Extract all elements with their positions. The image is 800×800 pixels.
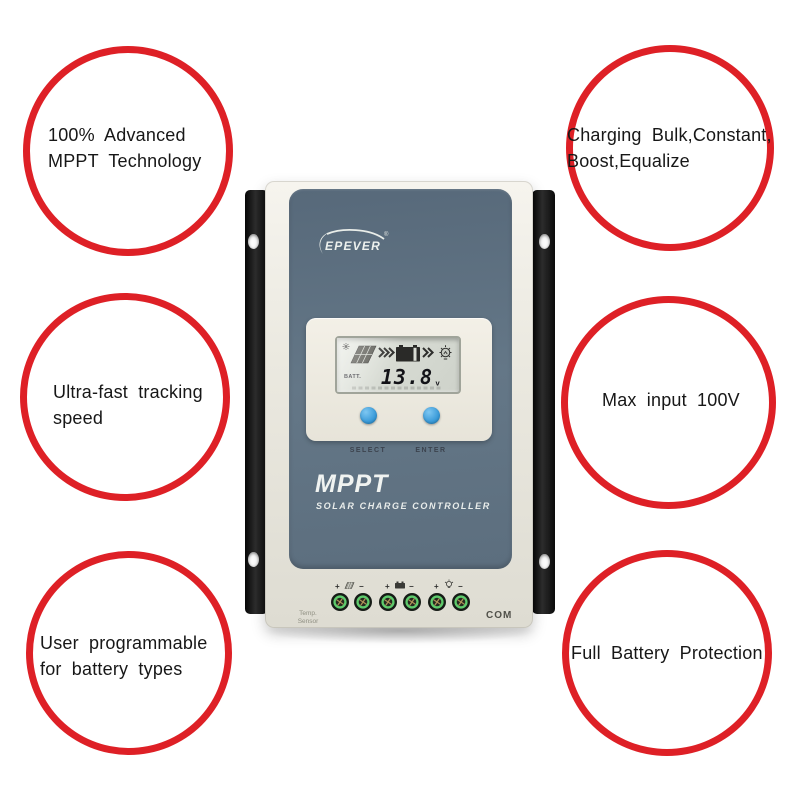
feature-line: Ultra-fast tracking <box>53 382 203 402</box>
feature-text-charging-stages: Charging Bulk,Constant, Boost,Equalize <box>567 122 772 174</box>
feature-bubble-battery-protection <box>562 550 772 756</box>
epever-logo: EPEVER ® <box>319 229 389 254</box>
terminal-screw-load-minus <box>451 592 471 612</box>
mount-hole-top-left <box>248 234 259 249</box>
terminal-screw-load-plus <box>427 592 447 612</box>
temp-sensor-line1: Temp. <box>299 610 317 617</box>
pv-plus-label: + <box>335 582 340 591</box>
terminal-screw-batt-plus <box>378 592 398 612</box>
solar-panel-icon <box>350 345 377 364</box>
sun-icon <box>342 343 350 350</box>
feature-line: 100% Advanced <box>48 125 186 145</box>
feature-text-tracking-speed: Ultra-fast tracking speed <box>53 379 203 431</box>
feature-text-max-input: Max input 100V <box>602 387 740 413</box>
brand-text: EPEVER <box>325 239 381 253</box>
lcd-screen: BATT. 13.8 v <box>335 336 461 394</box>
battery-icon <box>396 345 420 362</box>
load-terminal-icon <box>444 579 454 588</box>
feature-bubble-charging-stages <box>566 45 774 251</box>
select-button-label: SELECT <box>349 447 387 454</box>
batt-label: BATT. <box>344 374 361 380</box>
feature-text-battery-protection: Full Battery Protection <box>571 640 763 666</box>
flow-arrows-right <box>422 347 435 358</box>
voltage-unit: v <box>436 379 441 388</box>
mount-hole-bottom-left <box>248 552 259 567</box>
com-port-label: COM <box>486 610 513 621</box>
feature-line: MPPT Technology <box>48 151 202 171</box>
feature-bubble-mppt-technology <box>23 46 233 256</box>
feature-line: Charging Bulk,Constant, <box>567 125 772 145</box>
mount-hole-top-right <box>539 234 550 249</box>
battery-minus-label: − <box>409 582 414 591</box>
temp-sensor-line2: Sensor <box>297 617 319 625</box>
device-subtitle: SOLAR CHARGE CONTROLLER <box>316 501 491 511</box>
feature-line: Max input 100V <box>602 390 740 410</box>
lcd-content: BATT. 13.8 v <box>342 343 452 390</box>
feature-line: Boost,Equalize <box>567 151 690 171</box>
logo-swoosh-arc <box>326 229 385 240</box>
terminal-strip: + − + − + − <box>330 579 471 612</box>
feature-line: User programmable <box>40 633 208 653</box>
battery-plus-label: + <box>385 582 390 591</box>
load-lamp-icon <box>439 345 452 360</box>
load-minus-label: − <box>458 582 463 591</box>
feature-bubble-max-input <box>561 296 776 509</box>
registered-mark: ® <box>384 231 389 238</box>
load-plus-label: + <box>434 582 439 591</box>
voltage-readout: 13.8 <box>381 365 433 389</box>
pv-minus-label: − <box>359 582 364 591</box>
device-title: MPPT <box>315 470 389 498</box>
enter-button <box>423 407 440 424</box>
feature-text-mppt-technology: 100% Advanced MPPT Technology <box>48 122 201 174</box>
logo-swoosh-crescent <box>319 232 329 254</box>
feature-line: speed <box>53 408 104 428</box>
feature-text-battery-types: User programmable for battery types <box>40 630 207 682</box>
feature-line: for battery types <box>40 659 183 679</box>
select-button <box>360 407 377 424</box>
flow-arrows-left <box>378 347 396 358</box>
battery-terminal-icon <box>395 581 405 589</box>
enter-button-label: ENTER <box>415 447 447 454</box>
feature-line: Full Battery Protection <box>571 643 763 663</box>
feature-bubble-battery-types <box>26 551 232 755</box>
terminal-screw-pv-minus <box>353 592 373 612</box>
pv-terminal-icon <box>344 582 355 589</box>
mount-hole-bottom-right <box>539 554 550 569</box>
terminal-screw-batt-minus <box>402 592 422 612</box>
feature-bubble-tracking-speed <box>20 293 230 501</box>
terminal-screw-pv-plus <box>330 592 350 612</box>
mount-bracket-right <box>532 190 555 614</box>
temp-sensor-label: Temp. Sensor <box>292 610 324 625</box>
mount-bracket-left <box>245 190 268 614</box>
